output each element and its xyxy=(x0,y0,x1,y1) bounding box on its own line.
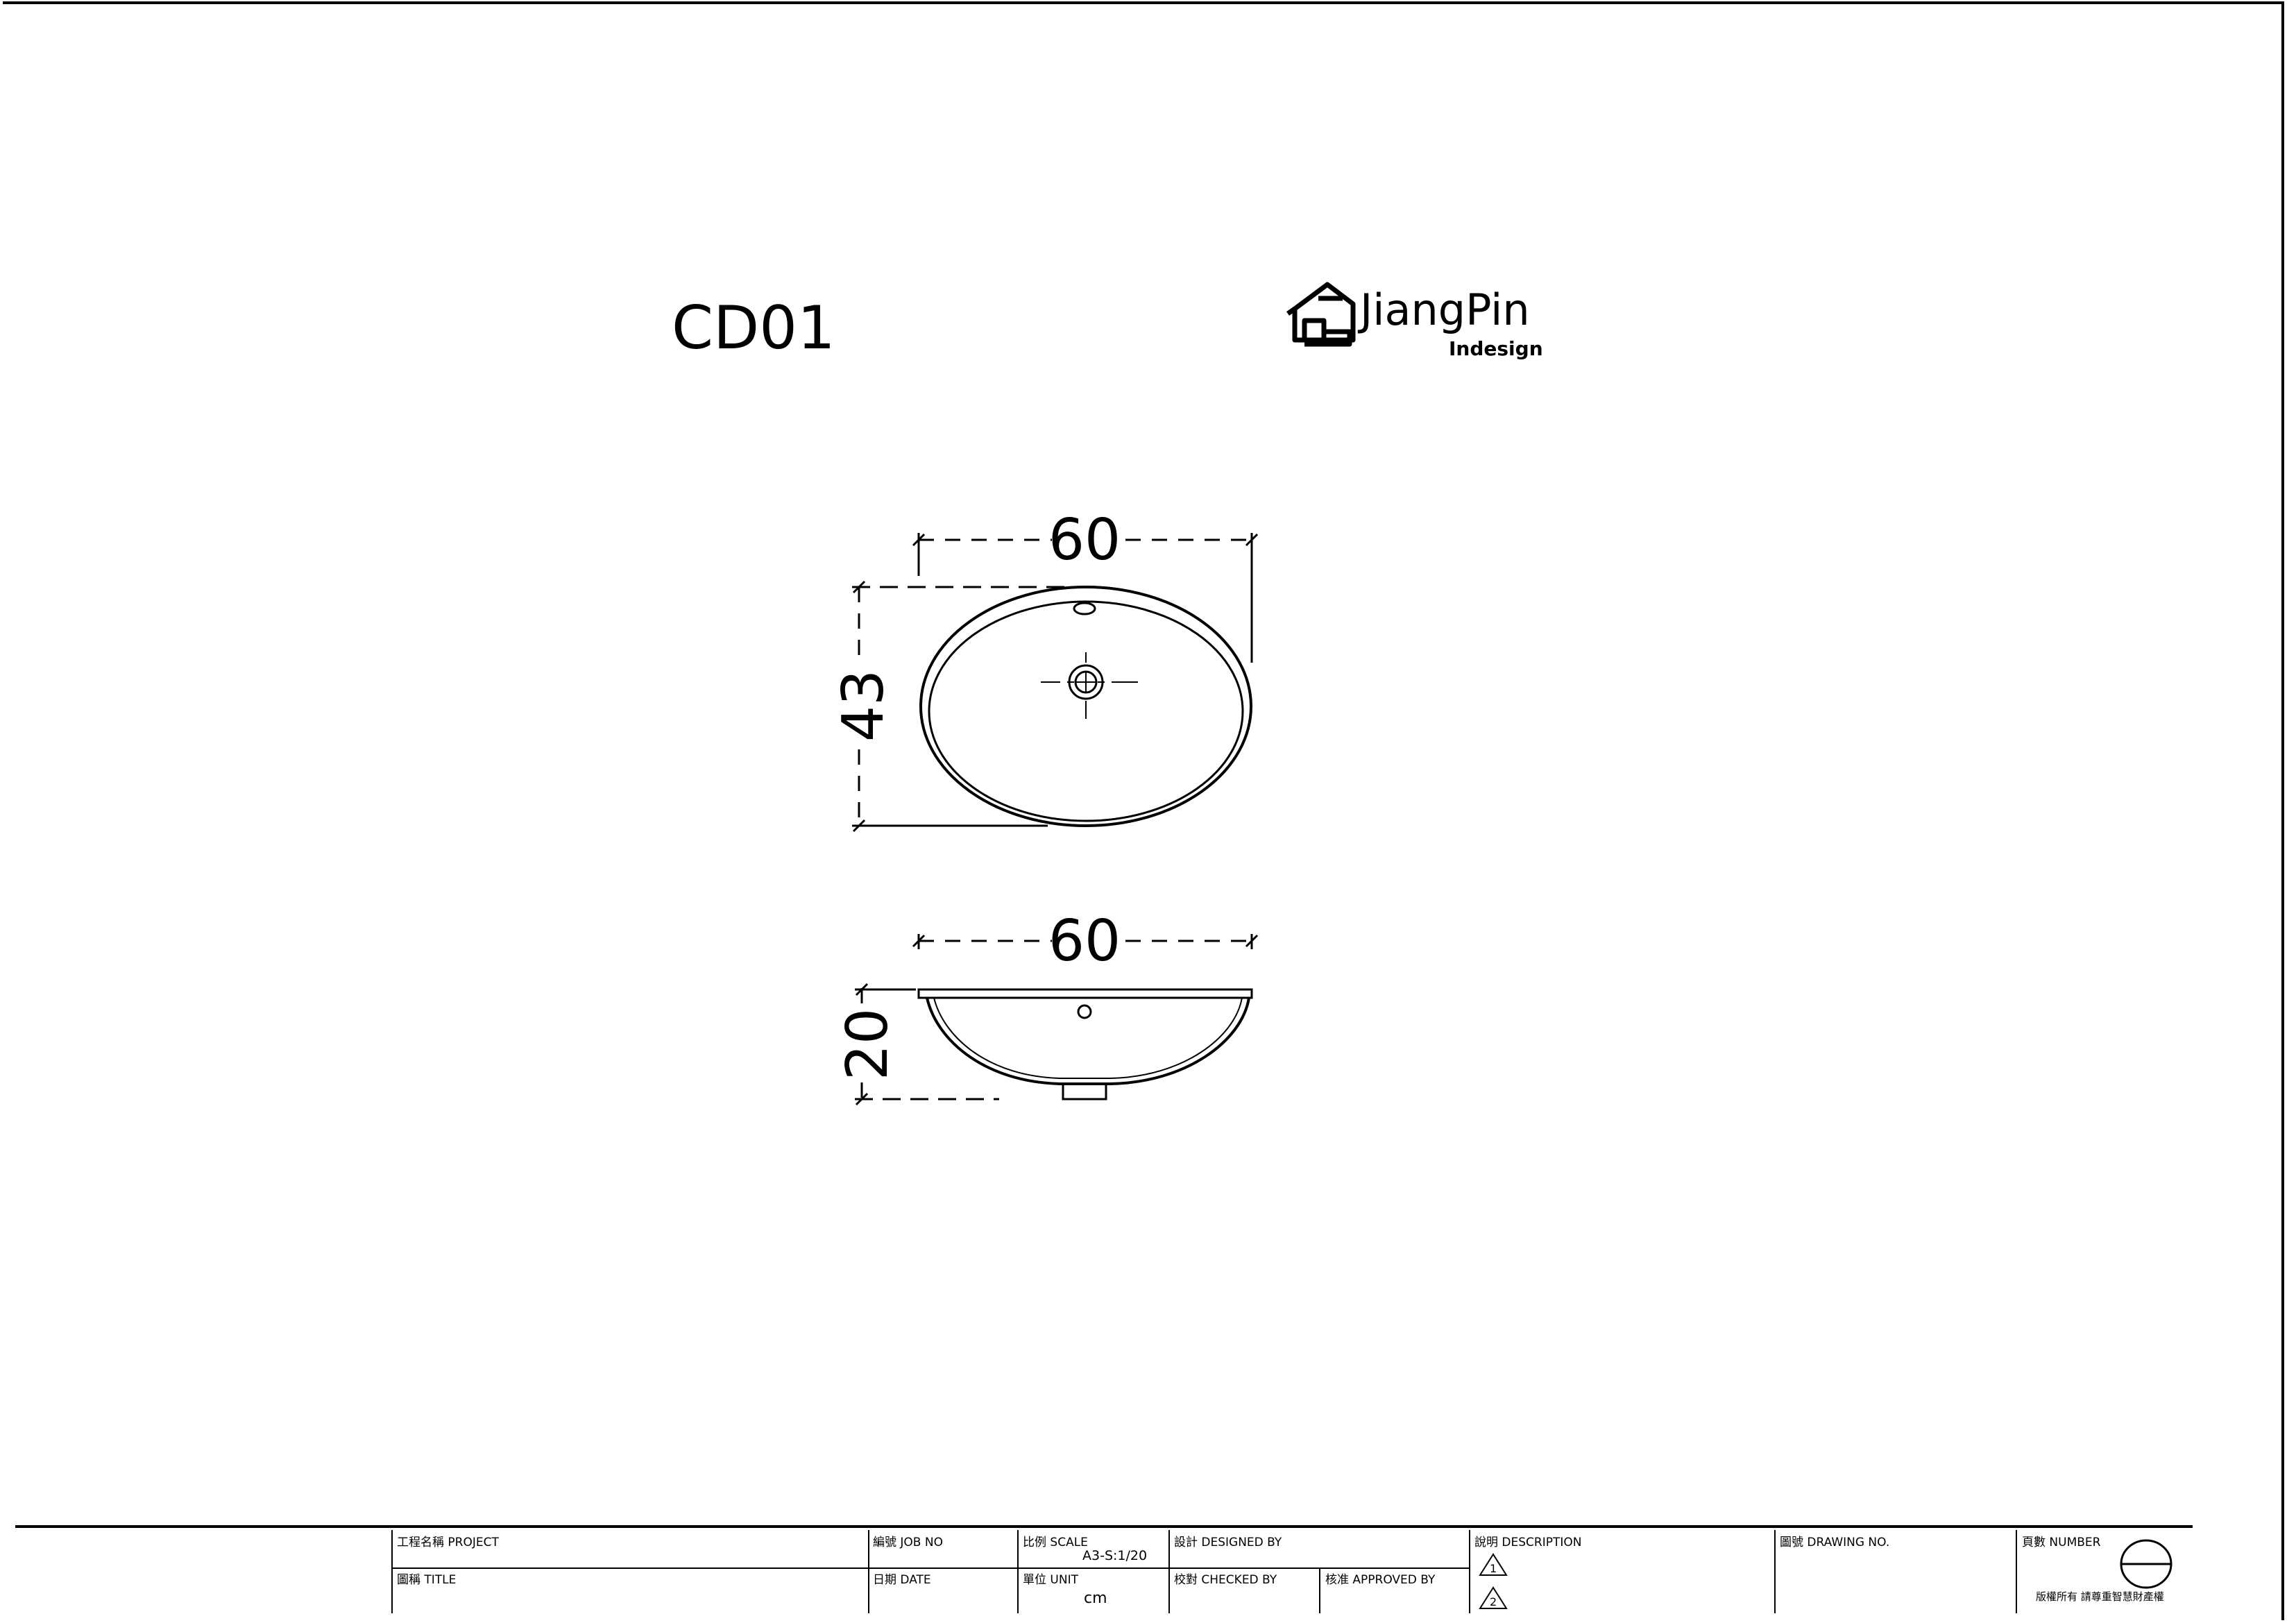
basin-flange xyxy=(917,988,1253,999)
top-width-dimension xyxy=(912,533,1259,663)
top-width-label: 60 xyxy=(1048,507,1121,573)
designed-by-label: 設計 DESIGNED BY xyxy=(1174,1536,1282,1549)
unit-label: 單位 UNIT xyxy=(1023,1573,1079,1587)
basin-bowl-inner xyxy=(933,997,1243,1079)
drain-tail xyxy=(1062,1082,1107,1101)
scale-label: 比例 SCALE xyxy=(1023,1536,1088,1549)
date-label: 日期 DATE xyxy=(873,1573,931,1587)
drawing-code: CD01 xyxy=(672,294,835,363)
sheet-border xyxy=(3,1,2284,1620)
description-label: 說明 DESCRIPTION xyxy=(1474,1536,1581,1549)
side-width-label: 60 xyxy=(1048,908,1121,974)
basin-outer-rim xyxy=(919,586,1252,827)
revision-number-1: 1 xyxy=(1490,1562,1497,1575)
logo-subtitle: Indesign xyxy=(1449,337,1543,360)
house-icon xyxy=(1286,282,1356,347)
top-view: 60 43 xyxy=(831,507,1259,833)
scale-value: A3-S:1/20 xyxy=(1082,1548,1147,1563)
revision-triangle-2 xyxy=(1479,1586,1508,1609)
copyright-notice: 版權所有 請尊重智慧財產權 xyxy=(2036,1590,2164,1603)
side-view: 60 20 xyxy=(835,908,1259,1106)
top-depth-label: 43 xyxy=(831,670,896,742)
revision-triangle-1 xyxy=(1479,1553,1508,1576)
logo-name: JiangPin xyxy=(1357,284,1530,335)
project-label: 工程名稱 PROJECT xyxy=(397,1536,499,1549)
title-block xyxy=(15,1525,2193,1613)
basin-bowl-outer xyxy=(926,997,1250,1085)
side-height-label: 20 xyxy=(835,1008,901,1080)
approved-by-label: 核准 APPROVED BY xyxy=(1325,1573,1436,1587)
side-width-dimension xyxy=(912,934,1259,949)
job-no-label: 編號 JOB NO xyxy=(873,1536,943,1549)
basin-inner-rim xyxy=(928,600,1244,822)
unit-value: cm xyxy=(1084,1590,1107,1607)
drawing-no-label: 圖號 DRAWING NO. xyxy=(1780,1536,1889,1549)
side-height-dimension xyxy=(855,983,999,1106)
checked-by-label: 校對 CHECKED BY xyxy=(1174,1573,1277,1587)
drain-centerlines xyxy=(1041,652,1138,719)
revision-number-2: 2 xyxy=(1490,1595,1497,1608)
overflow-hole-side xyxy=(1077,1004,1092,1019)
top-depth-dimension xyxy=(852,580,1082,833)
title-block-text: 工程名稱 PROJECT 圖稱 TITLE 編號 JOB NO 日期 DATE … xyxy=(397,1536,2164,1608)
title-label: 圖稱 TITLE xyxy=(397,1573,456,1587)
logo: JiangPin Indesign xyxy=(1286,282,1543,360)
overflow-hole xyxy=(1073,602,1096,615)
page-number-label: 頁數 NUMBER xyxy=(2022,1536,2101,1549)
